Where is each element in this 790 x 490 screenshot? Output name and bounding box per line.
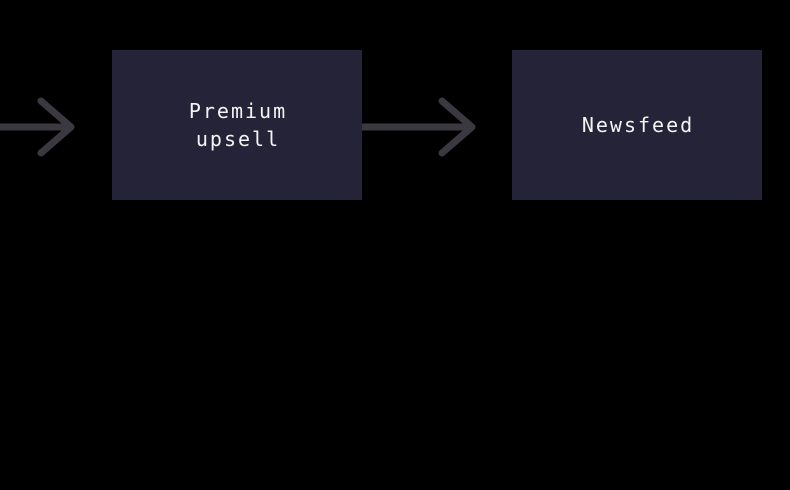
- node-label: Premium upsell: [188, 99, 288, 151]
- arrow-premium-upsell-to-newsfeed[interactable]: [358, 97, 476, 157]
- arrowhead-icon: [438, 97, 476, 157]
- arrowhead-icon: [37, 97, 75, 157]
- node-newsfeed[interactable]: Newsfeed: [512, 50, 762, 200]
- node-premium-upsell[interactable]: Premium upsell: [112, 50, 362, 200]
- arrow-left-into-premium-upsell[interactable]: [0, 97, 75, 157]
- node-label: Newsfeed: [581, 113, 695, 137]
